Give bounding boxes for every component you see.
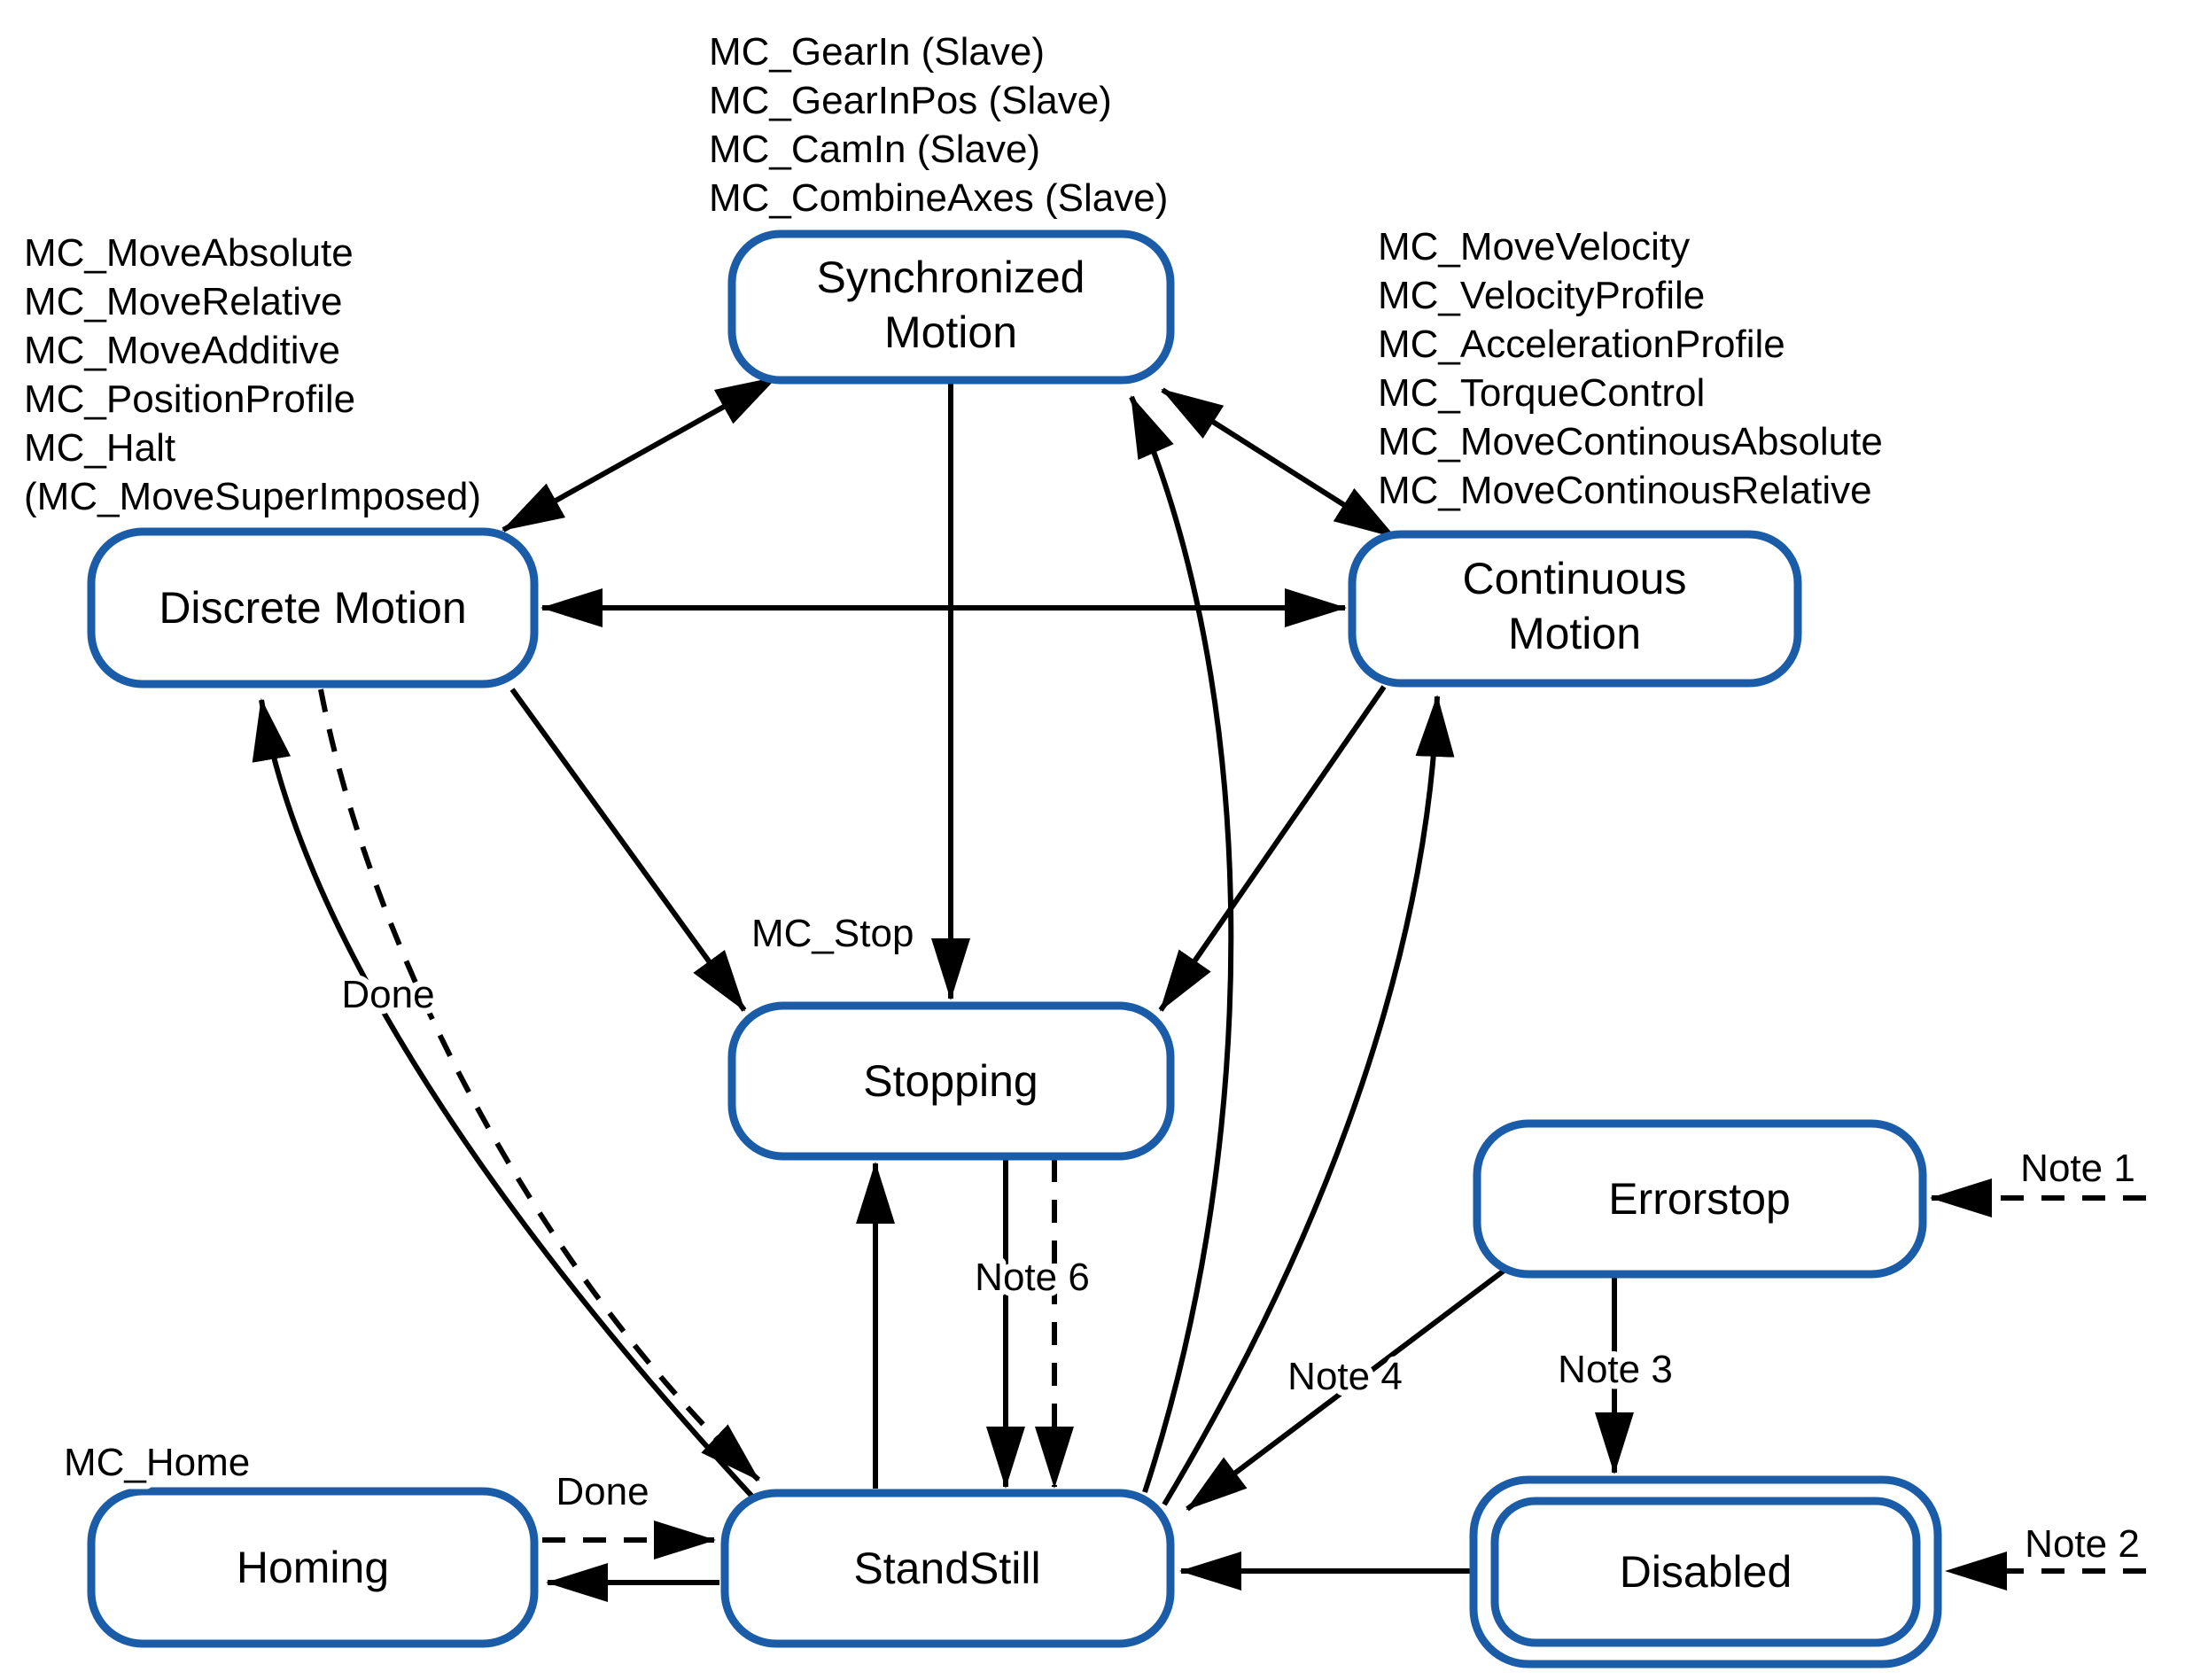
label-note-3: Note 3	[1558, 1348, 1673, 1391]
state-box	[727, 229, 1175, 385]
function-list-continuous: MC_MoveVelocity MC_VelocityProfile MC_Ac…	[1378, 225, 1883, 512]
function-item: MC_PositionProfile	[24, 377, 355, 421]
state-label: Errorstop	[1608, 1174, 1791, 1224]
state-box	[720, 1489, 1175, 1648]
state-label: StandStill	[853, 1544, 1040, 1593]
edge-discrete-synchronized-bidirectional	[502, 375, 778, 533]
label-done-homing: Done	[556, 1470, 649, 1513]
state-box	[87, 1487, 539, 1648]
edge-continuous-to-stopping	[1158, 685, 1387, 1012]
state-label: Motion	[884, 307, 1017, 357]
function-list-synchronized: MC_GearIn (Slave) MC_GearInPos (Slave) M…	[709, 30, 1168, 220]
function-item: MC_MoveAbsolute	[24, 231, 354, 275]
function-item: MC_Halt	[24, 426, 175, 470]
label-mc-home: MC_Home	[64, 1441, 250, 1484]
edge-standstill-to-discrete-curve	[252, 698, 756, 1500]
state-label: Stopping	[863, 1056, 1038, 1106]
function-item: MC_VelocityProfile	[1378, 274, 1705, 317]
label-done-discrete: Done	[341, 973, 434, 1016]
function-item: MC_GearInPos (Slave)	[709, 79, 1112, 122]
label-note-1: Note 1	[2020, 1147, 2135, 1190]
edge-standstill-to-synchronized-curve	[1129, 395, 1234, 1493]
state-box	[1348, 530, 1802, 688]
function-item: MC_MoveVelocity	[1378, 225, 1690, 268]
state-label: Motion	[1508, 609, 1641, 658]
function-item: (MC_MoveSuperImposed)	[24, 475, 481, 518]
edge-discrete-to-stopping	[509, 688, 747, 1012]
function-item: MC_TorqueControl	[1378, 371, 1705, 415]
state-standstill: StandStill	[720, 1489, 1175, 1648]
function-list-discrete: MC_MoveAbsolute MC_MoveRelative MC_MoveA…	[24, 231, 481, 518]
edge-errorstop-to-standstill-note4	[1186, 1266, 1508, 1512]
state-continuous-motion: Continuous Motion	[1348, 530, 1802, 688]
function-item: MC_CombineAxes (Slave)	[709, 176, 1168, 220]
edge-standstill-to-continuous-curve	[1162, 695, 1455, 1506]
state-label: Disabled	[1620, 1547, 1792, 1597]
state-stopping: Stopping	[727, 1001, 1175, 1161]
function-item: MC_MoveRelative	[24, 280, 342, 323]
function-item: MC_GearIn (Slave)	[709, 30, 1045, 74]
function-item: MC_AccelerationProfile	[1378, 323, 1785, 366]
function-item: MC_MoveContinousAbsolute	[1378, 420, 1883, 463]
state-synchronized-motion: Synchronized Motion	[727, 229, 1175, 385]
state-box-inner	[1490, 1497, 1921, 1647]
state-errorstop: Errorstop	[1473, 1119, 1927, 1279]
state-discrete-motion: Discrete Motion	[87, 527, 539, 688]
edges	[252, 375, 2146, 1602]
state-label: Discrete Motion	[159, 583, 466, 633]
label-mc-stop: MC_Stop	[751, 912, 914, 955]
label-note-6: Note 6	[975, 1256, 1090, 1299]
state-homing: Homing	[87, 1487, 539, 1648]
label-note-4: Note 4	[1287, 1355, 1403, 1398]
function-item: MC_CamIn (Slave)	[709, 128, 1040, 171]
state-label: Continuous	[1463, 554, 1687, 603]
edge-discrete-to-standstill-done-dashed	[318, 688, 761, 1482]
edge-labels: MC_Stop MC_Home Done Done Note 1 Note 2 …	[58, 906, 2146, 1572]
label-note-2: Note 2	[2025, 1522, 2140, 1566]
state-box	[1473, 1119, 1927, 1279]
state-box	[727, 1001, 1175, 1161]
state-disabled: Disabled	[1469, 1475, 1942, 1668]
state-label: Homing	[237, 1543, 389, 1592]
function-item: MC_MoveAdditive	[24, 329, 340, 372]
state-box	[87, 527, 539, 688]
function-item: MC_MoveContinousRelative	[1378, 469, 1872, 512]
state-label: Synchronized	[817, 253, 1085, 302]
edge-synchronized-continuous-bidirectional	[1161, 387, 1396, 540]
